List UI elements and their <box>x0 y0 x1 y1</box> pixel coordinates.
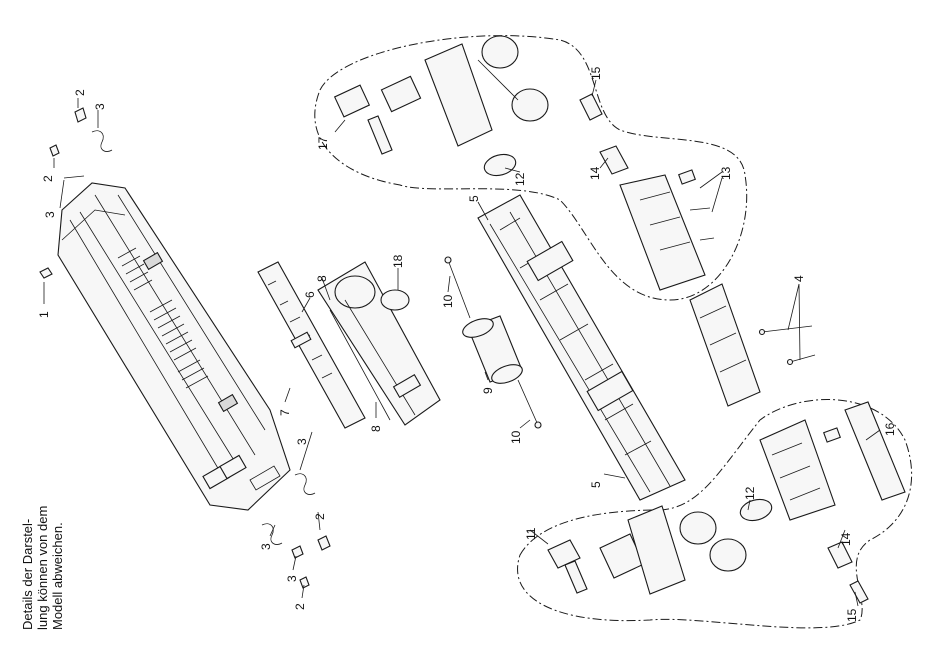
callout-5: 5 <box>589 481 603 488</box>
disclaimer-note: Details der Darstel- lung können von dem… <box>20 506 65 630</box>
callout-3: 3 <box>295 438 309 445</box>
callout-7: 7 <box>278 409 292 416</box>
callout-2: 2 <box>73 89 87 96</box>
callout-15: 15 <box>845 608 859 622</box>
callout-2: 2 <box>293 603 307 610</box>
note-line-1: Details der Darstel- <box>20 519 35 630</box>
callout-2: 2 <box>41 175 55 182</box>
callout-11: 11 <box>524 527 538 540</box>
callout-17: 17 <box>316 136 330 150</box>
callout-6: 6 <box>303 291 317 298</box>
callout-13: 13 <box>719 166 733 180</box>
callout-8: 8 <box>369 425 383 432</box>
callout-3: 3 <box>285 575 299 582</box>
callout-9: 9 <box>481 387 495 394</box>
callout-1: 1 <box>37 311 51 318</box>
callout-18: 18 <box>391 254 405 268</box>
lower-bogie-group <box>518 400 912 628</box>
callout-3: 3 <box>259 543 273 550</box>
callout-12: 12 <box>513 172 527 186</box>
locomotive-body-shell <box>58 183 290 510</box>
callout-14: 14 <box>839 532 853 546</box>
callout-15: 15 <box>589 66 603 80</box>
callout-8: 8 <box>315 275 329 282</box>
gear-cover <box>690 284 815 406</box>
callout-4: 4 <box>792 275 806 282</box>
note-line-2: lung können von dem <box>35 506 50 630</box>
callout-3: 3 <box>93 103 107 110</box>
callout-12: 12 <box>743 486 757 500</box>
callout-3: 3 <box>43 211 57 218</box>
callout-5: 5 <box>467 195 481 202</box>
callout-14: 14 <box>588 166 602 180</box>
callout-10: 10 <box>441 294 455 308</box>
callout-16: 16 <box>883 422 897 436</box>
callout-10: 10 <box>509 430 523 444</box>
callout-2: 2 <box>313 513 327 520</box>
note-line-3: Modell abweichen. <box>50 522 65 630</box>
